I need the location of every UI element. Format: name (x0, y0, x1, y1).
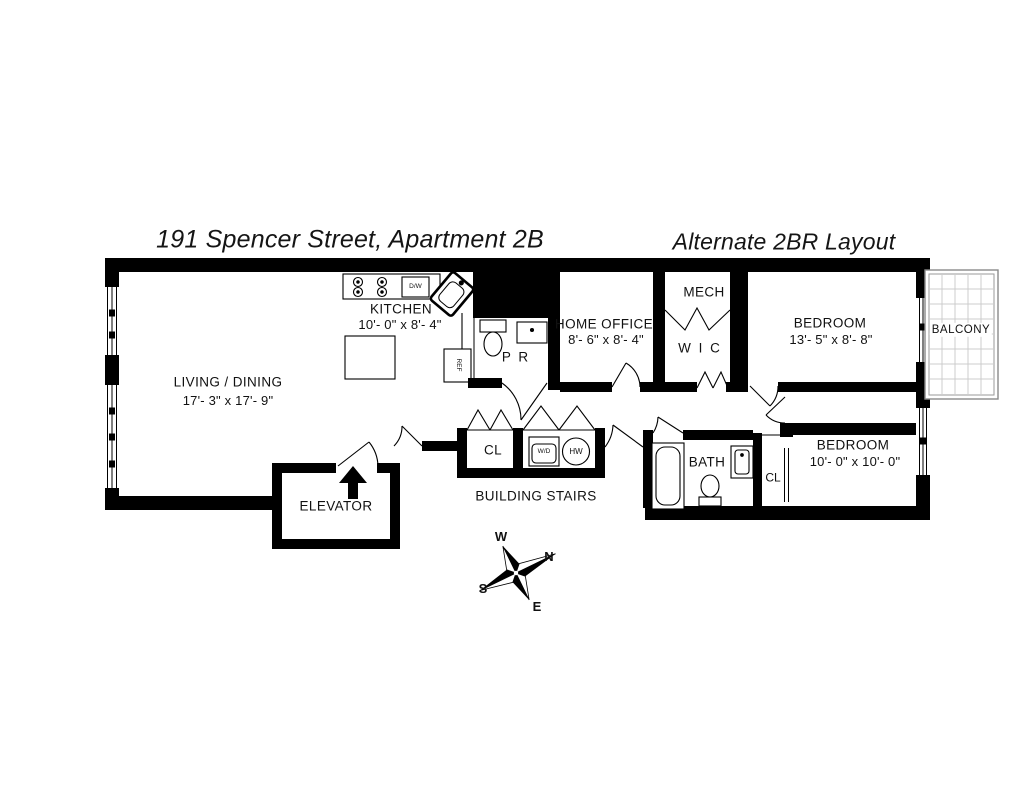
bedroom-top-dims: 13'- 5" x 8'- 8" (789, 331, 873, 347)
compass-north-label: N (544, 548, 554, 564)
compass-west-label: W (494, 528, 508, 544)
kitchen-fixtures (342, 271, 475, 383)
bath-toilet (700, 474, 720, 498)
pr-sink (516, 321, 548, 344)
hot-water-label: HW (569, 447, 583, 456)
wic-label: W I C (678, 340, 722, 356)
kitchen-dims: 10'- 0" x 8'- 4" (358, 316, 442, 332)
bedroom-top-label: BEDROOM (793, 315, 867, 331)
home-office-label: HOME OFFICE (554, 316, 654, 332)
washer-dryer-label: W/D (537, 447, 551, 455)
powder-room-label: P R (501, 349, 531, 365)
kitchen-island (344, 335, 396, 380)
bath-fixtures (651, 442, 754, 510)
hall-closet-label: CL (483, 442, 503, 458)
refrigerator (443, 348, 472, 383)
bath-label: BATH (688, 454, 726, 470)
building-stairs-label: BUILDING STAIRS (475, 488, 597, 504)
kitchen-label: KITCHEN (369, 301, 433, 317)
doors (337, 306, 786, 467)
compass-rose (479, 545, 556, 601)
elevator-label: ELEVATOR (299, 498, 373, 514)
balcony-label: BALCONY (929, 322, 993, 338)
toilet-tank (479, 319, 507, 333)
outer-walls (105, 258, 930, 520)
refrigerator-label: REF (454, 358, 462, 372)
toilet-bowl (483, 331, 503, 357)
hot-water-heater (561, 437, 591, 466)
mech-label: MECH (683, 284, 725, 300)
powder-room-fixtures (479, 319, 548, 357)
address-title: 191 Spencer Street, Apartment 2B (156, 225, 544, 254)
kitchen-sink (429, 271, 475, 317)
compass-south-label: S (478, 580, 488, 596)
interior-walls (272, 272, 916, 549)
laundry-fixtures (528, 436, 591, 467)
windows (107, 287, 927, 488)
living-dining-label: LIVING / DINING (173, 374, 283, 390)
bedroom-bottom-dims: 10'- 0" x 10'- 0" (809, 453, 901, 469)
compass-east-label: E (532, 598, 542, 614)
stove-burners (352, 276, 388, 298)
elevator-up-arrow (339, 466, 367, 499)
bedroom-bottom-label: BEDROOM (816, 437, 890, 453)
dishwasher-label: D/W (409, 282, 422, 290)
bedroom-closet-label: CL (765, 470, 781, 485)
living-dining-dims: 17'- 3" x 17'- 9" (182, 392, 274, 408)
home-office-dims: 8'- 6" x 8'- 4" (568, 331, 644, 347)
dishwasher (401, 276, 430, 298)
layout-title: Alternate 2BR Layout (672, 228, 896, 255)
